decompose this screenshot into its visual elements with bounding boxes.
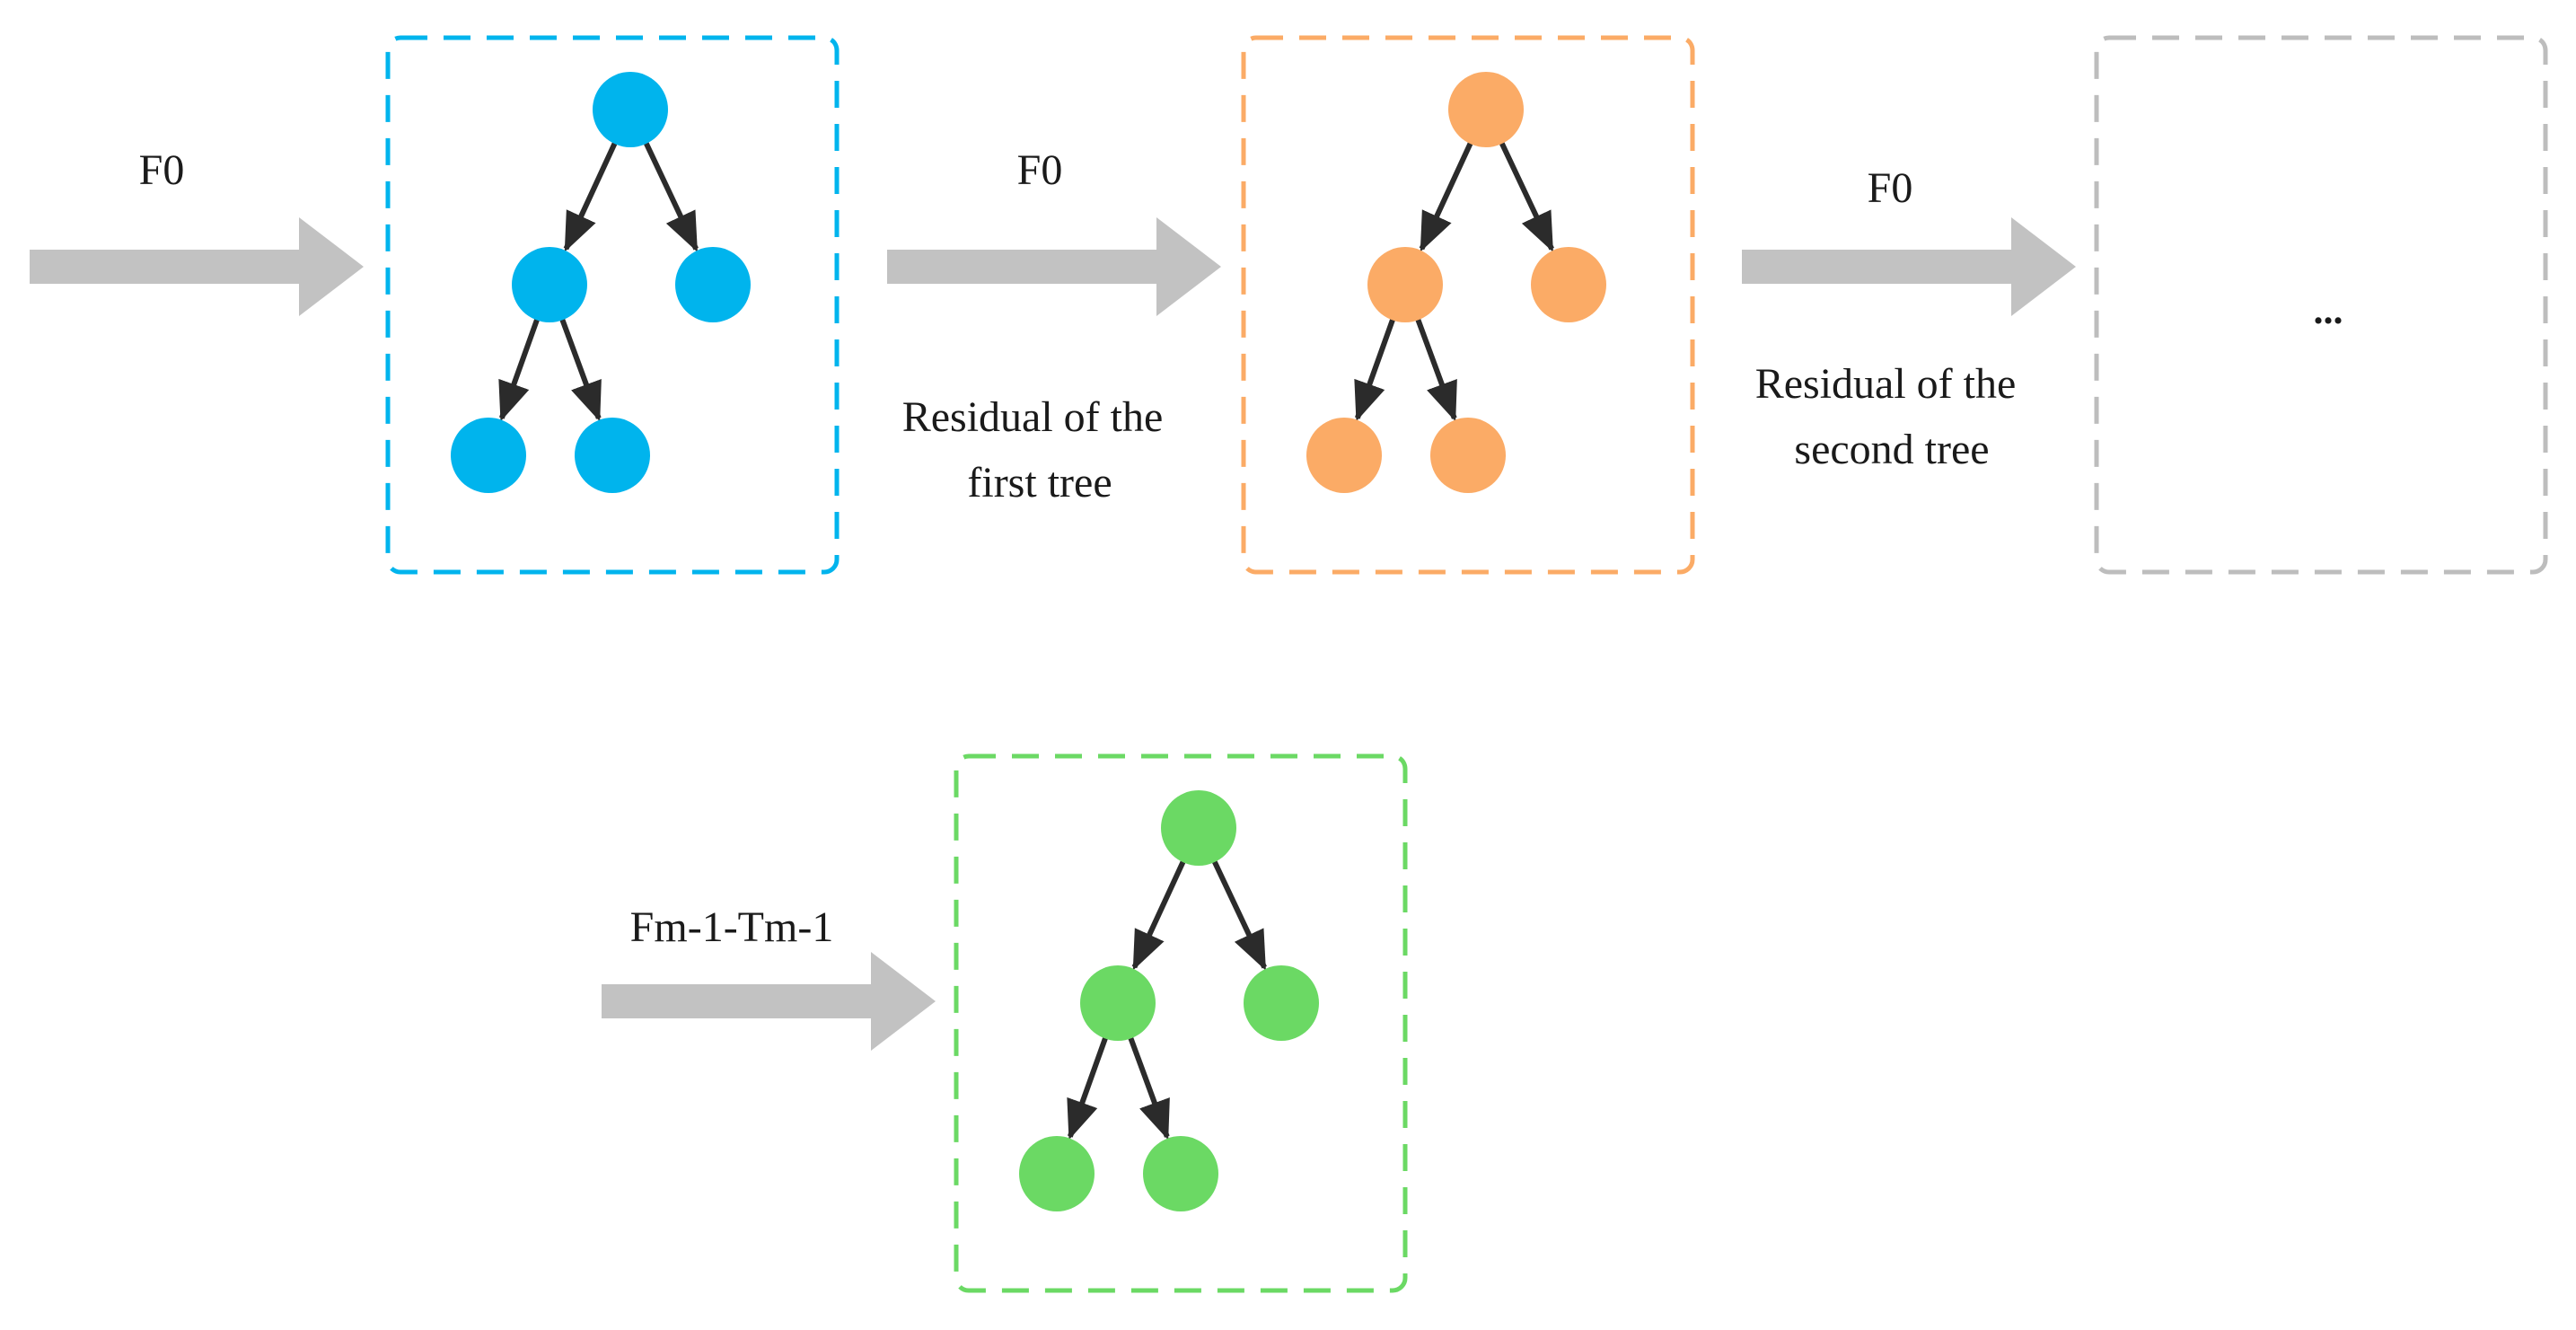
tree-node — [1430, 418, 1506, 493]
residual-label-1-line-1: Residual of the — [902, 393, 1164, 441]
tree-box-2 — [1241, 35, 1695, 575]
input-label-1: F0 — [139, 146, 185, 194]
tree-edge-arrow — [1354, 315, 1397, 422]
flow-arrow-shape — [887, 217, 1221, 316]
tree-node — [1448, 72, 1524, 147]
tree-node — [451, 418, 526, 493]
tree-1 — [451, 72, 751, 493]
input-label-m: Fm-1-Tm-1 — [630, 903, 834, 951]
residual-label-2-line-2: second tree — [1794, 426, 1989, 473]
tree-node — [575, 418, 650, 493]
tree-edge-arrow — [642, 139, 699, 252]
tree-node — [593, 72, 668, 147]
flow-arrow-m — [602, 952, 936, 1051]
flow-arrow-shape — [30, 217, 364, 316]
flow-arrow-2 — [887, 217, 1221, 316]
flow-arrow-shape — [602, 952, 936, 1051]
tree-box-3 — [2094, 35, 2548, 575]
tree-node — [1306, 418, 1382, 493]
tree-edge-arrow — [1067, 1034, 1110, 1141]
tree-edge-arrow — [563, 139, 619, 252]
flow-arrow-1 — [30, 217, 364, 316]
flow-arrow-shape — [1742, 217, 2076, 316]
tree-node — [1161, 790, 1236, 866]
tree-edge-arrow — [1127, 1034, 1170, 1141]
tree-m — [1019, 790, 1319, 1211]
tree-node — [512, 247, 587, 322]
tree-edge-arrow — [498, 315, 541, 422]
tree-node — [1080, 965, 1156, 1041]
tree-box-1 — [385, 35, 840, 575]
tree-node — [1019, 1136, 1095, 1211]
tree-edge-arrow — [1131, 858, 1187, 971]
tree-node — [1367, 247, 1443, 322]
tree-node — [1143, 1136, 1218, 1211]
tree-node — [1244, 965, 1319, 1041]
residual-label-1-line-2: first tree — [967, 459, 1112, 506]
ellipsis-text: ... — [2314, 288, 2343, 332]
tree-2 — [1306, 72, 1606, 493]
tree-box-m — [954, 753, 1408, 1293]
input-label-2: F0 — [1017, 146, 1063, 194]
input-label-3: F0 — [1868, 164, 1913, 212]
flow-arrow-3 — [1742, 217, 2076, 316]
residual-label-2-line-1: Residual of the — [1755, 360, 2017, 408]
tree-node — [1531, 247, 1606, 322]
tree-edge-arrow — [1498, 139, 1554, 252]
tree-edge-arrow — [1210, 858, 1267, 971]
tree-edge-arrow — [558, 315, 602, 422]
tree-edge-arrow — [1419, 139, 1474, 252]
tree-node — [675, 247, 751, 322]
tree-edge-arrow — [1414, 315, 1457, 422]
